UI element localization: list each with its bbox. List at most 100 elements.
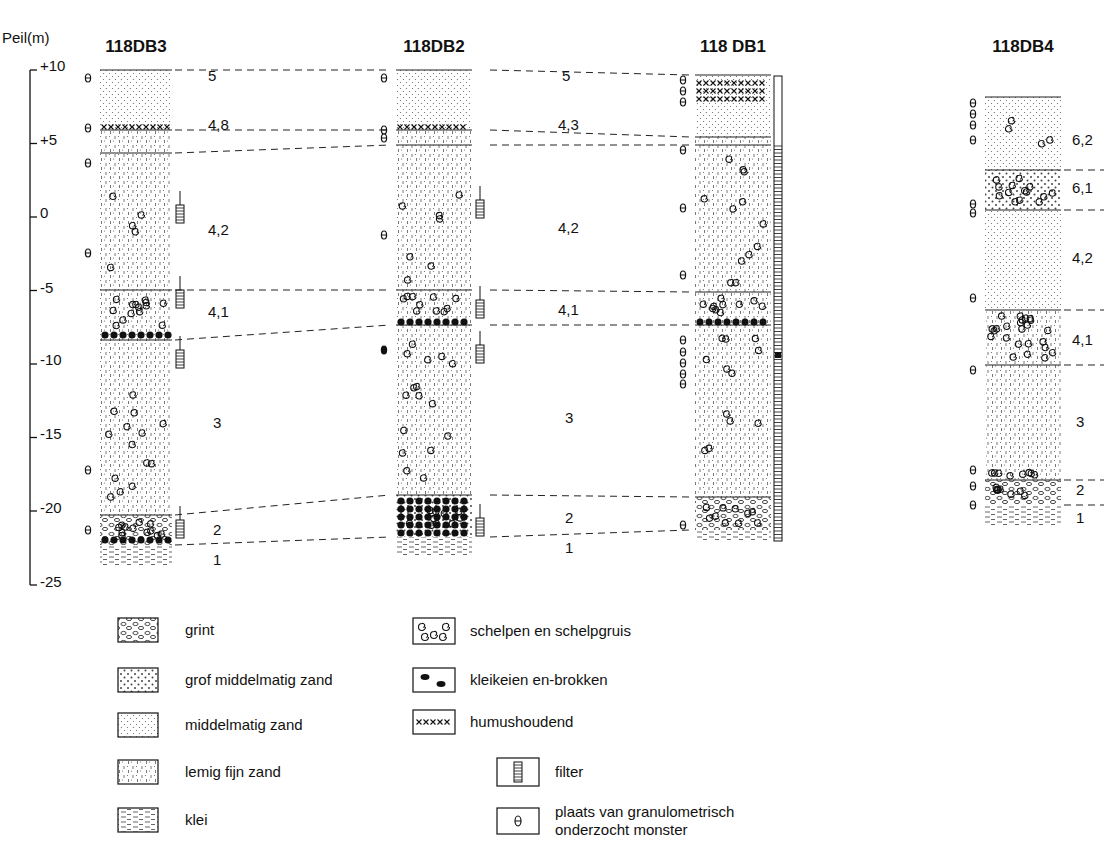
clay-pebble (442, 497, 449, 504)
layer-number: 4,1 (1072, 331, 1093, 349)
shell-symbol (738, 258, 744, 264)
filter-stem (480, 331, 481, 345)
soil-layer (695, 75, 771, 137)
filter-slot (774, 170, 782, 171)
shell-symbol (1007, 473, 1013, 479)
soil-layer (396, 70, 472, 130)
borehole-name: 118DB2 (378, 38, 490, 57)
clay-pebble (415, 521, 422, 528)
depth-value: -10 (40, 351, 62, 369)
shell-symbol (124, 423, 130, 429)
filter-slot (774, 212, 782, 213)
shell-symbol (429, 400, 435, 406)
clay-pebble (155, 331, 162, 338)
layer-number: 3 (565, 409, 573, 427)
label-slot: 6,1 (1072, 179, 1093, 197)
label-slot: 4,1 (1072, 331, 1093, 349)
clay-pebble (442, 505, 449, 512)
layer-boundary (985, 96, 1061, 97)
filter-slot (176, 353, 184, 354)
axis-tick (30, 437, 37, 438)
filter-symbol (514, 762, 522, 782)
filter-symbol (476, 345, 484, 363)
axis-line (29, 70, 30, 585)
filter-slot (774, 373, 782, 374)
legend-text: grof middelmatig zand (185, 671, 333, 689)
filter-slot (476, 206, 484, 207)
filter-slot (774, 429, 782, 430)
layer-number: 1 (1076, 509, 1084, 527)
label-slot: 3 (565, 409, 573, 427)
axis-tick (30, 143, 37, 144)
soil-layer (695, 497, 771, 530)
layer-number: 4,2 (558, 219, 579, 237)
correlation-line (490, 145, 690, 146)
filter-slot (774, 527, 782, 528)
sample-marker (680, 146, 685, 154)
layer-number: 5 (208, 67, 216, 85)
legend-swatch (413, 618, 455, 644)
axis-tick (30, 290, 37, 291)
clay-pebble (137, 331, 144, 338)
humus-mark (116, 125, 121, 130)
sample-marker-bar (970, 114, 975, 115)
filter-slot (774, 160, 782, 161)
borehole-column (85, 70, 184, 565)
shell-symbol (113, 322, 119, 328)
layer-number: 5 (562, 67, 570, 85)
filter-slot (774, 506, 782, 507)
shell-symbol (755, 420, 761, 426)
filter-slot (774, 531, 782, 532)
layer-number: 4,1 (208, 303, 229, 321)
clay-pebble (696, 318, 703, 325)
sample-marker (680, 87, 685, 95)
clay-pebble (110, 331, 117, 338)
label-slot: 4,1 (558, 301, 579, 319)
filter-slot (774, 485, 782, 486)
shell-symbol (456, 192, 462, 198)
filter-slot (774, 181, 782, 182)
legend-text: plaats van granulometrisch onderzocht mo… (555, 803, 760, 839)
sample-marker-bar (680, 150, 685, 151)
correlation-line (490, 70, 690, 75)
label-slot: 3 (213, 414, 221, 432)
filter-slot (774, 433, 782, 434)
shell-symbol (428, 263, 434, 269)
label-slot: -15 (40, 425, 62, 443)
clay-pebble (164, 331, 171, 338)
humus-mark (718, 97, 723, 102)
humus-mark (711, 81, 716, 86)
label-slot: 1 (1076, 509, 1084, 527)
legend-entry: lemig fijn zand (185, 763, 281, 781)
shell-symbol (414, 308, 420, 314)
clay-pebble (442, 521, 449, 528)
borehole-column: 118DB3 (80, 38, 192, 565)
sample-marker (970, 110, 975, 118)
shell-symbol (1015, 341, 1021, 347)
humus-mark (739, 97, 744, 102)
legend-swatch (497, 758, 539, 786)
filter-slot (774, 286, 782, 287)
clay-pebble (406, 497, 413, 504)
axis-tick (30, 510, 37, 511)
soil-layer (985, 480, 1061, 505)
filter-slot (774, 443, 782, 444)
label-slot: 1 (565, 539, 573, 557)
layer-boundary (985, 479, 1061, 480)
clay-pebble (442, 513, 449, 520)
sample-marker-bar (970, 505, 975, 506)
humus-mark (697, 81, 702, 86)
filter-slot (176, 214, 184, 215)
clay-pebble (164, 536, 171, 543)
shell-symbol (132, 229, 138, 235)
shell-symbol (1020, 471, 1026, 477)
clay-pebble (460, 513, 467, 520)
legend-text: klei (185, 811, 208, 829)
borehole-name: 118 DB1 (677, 38, 789, 57)
clay-pebble (397, 513, 404, 520)
correlation-line (175, 145, 390, 153)
filter-slot (176, 526, 184, 527)
shell-symbol (120, 317, 126, 323)
shell-symbol (443, 623, 450, 630)
filter-slot (176, 356, 184, 357)
